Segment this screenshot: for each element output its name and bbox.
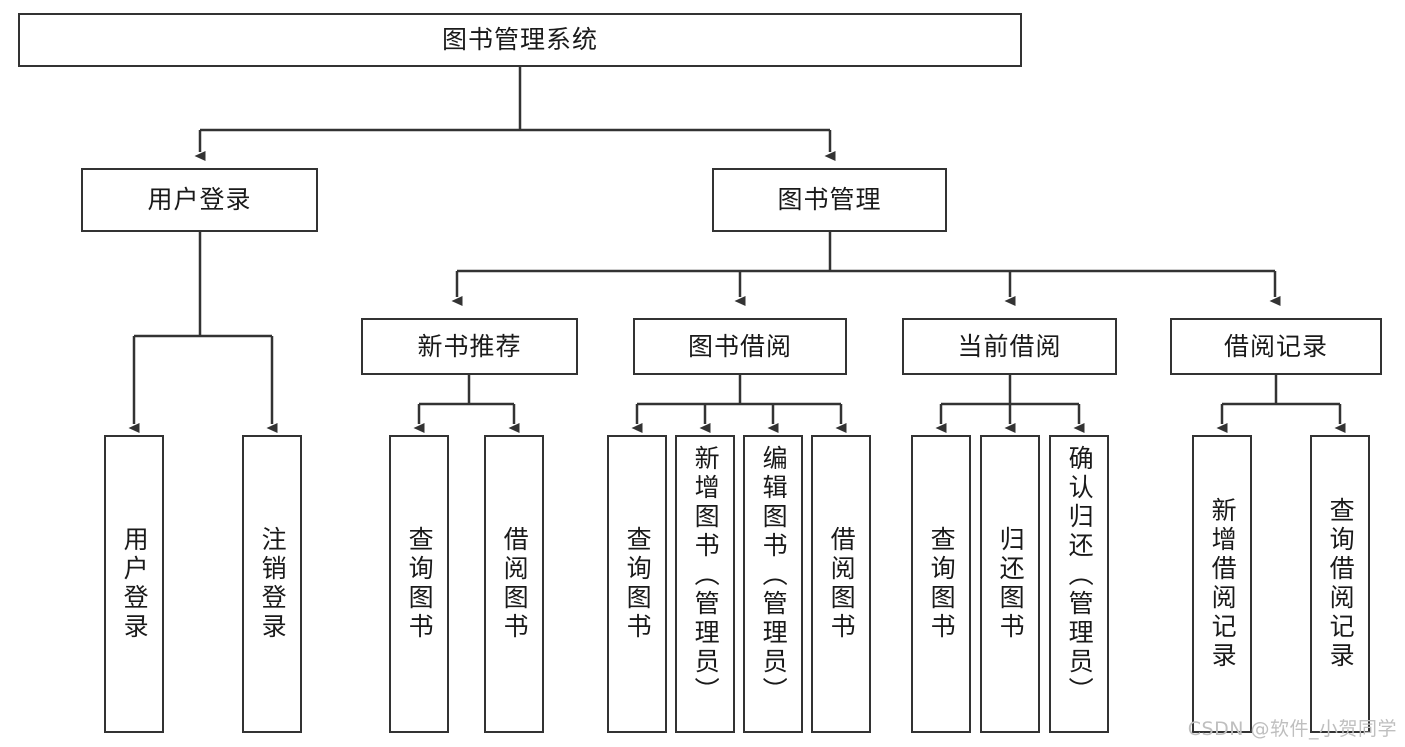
leaf-user-login[interactable]: 用户登录 [104,435,164,733]
node-label: 用户登录 [147,185,252,215]
leaf-borrow-book-2[interactable]: 借阅图书 [811,435,871,733]
node-label: 确认归还（管理员） [1065,445,1095,706]
node-label: 归还图书 [996,526,1026,642]
node-book-manage[interactable]: 图书管理 [712,168,947,232]
node-label: 借阅记录 [1223,331,1328,361]
leaf-query-book-2[interactable]: 查询图书 [607,435,667,733]
leaf-borrow-book-1[interactable]: 借阅图书 [484,435,544,733]
node-label: 借阅图书 [500,526,530,642]
leaf-query-book-1[interactable]: 查询图书 [389,435,449,733]
node-user-login[interactable]: 用户登录 [81,168,318,232]
node-label: 借阅图书 [827,526,857,642]
leaf-return-book[interactable]: 归还图书 [980,435,1040,733]
node-book-borrow[interactable]: 图书借阅 [633,318,847,375]
leaf-confirm-return[interactable]: 确认归还（管理员） [1049,435,1109,733]
node-label: 图书管理 [777,185,882,215]
node-label: 查询图书 [405,526,435,642]
node-label: 新增借阅记录 [1208,497,1238,671]
node-root-system[interactable]: 图书管理系统 [18,13,1022,67]
node-label: 图书管理系统 [441,25,598,55]
node-label: 用户登录 [120,526,150,642]
leaf-logout-login[interactable]: 注销登录 [242,435,302,733]
node-label: 当前借阅 [957,331,1062,361]
node-new-book-recommend[interactable]: 新书推荐 [361,318,578,375]
node-borrow-record[interactable]: 借阅记录 [1170,318,1382,375]
leaf-query-book-3[interactable]: 查询图书 [911,435,971,733]
node-label: 编辑图书（管理员） [759,445,789,706]
node-label: 图书借阅 [687,331,792,361]
node-label: 查询图书 [623,526,653,642]
node-label: 查询图书 [927,526,957,642]
leaf-edit-book[interactable]: 编辑图书（管理员） [743,435,803,733]
node-label: 新增图书（管理员） [691,445,721,706]
node-current-borrow[interactable]: 当前借阅 [902,318,1117,375]
csdn-watermark: CSDN @软件_小贺同学 [1187,718,1397,740]
node-label: 查询借阅记录 [1326,497,1356,671]
node-label: 注销登录 [258,526,288,642]
node-label: 新书推荐 [417,331,522,361]
leaf-query-record[interactable]: 查询借阅记录 [1310,435,1370,733]
leaf-add-record[interactable]: 新增借阅记录 [1192,435,1252,733]
leaf-add-book[interactable]: 新增图书（管理员） [675,435,735,733]
